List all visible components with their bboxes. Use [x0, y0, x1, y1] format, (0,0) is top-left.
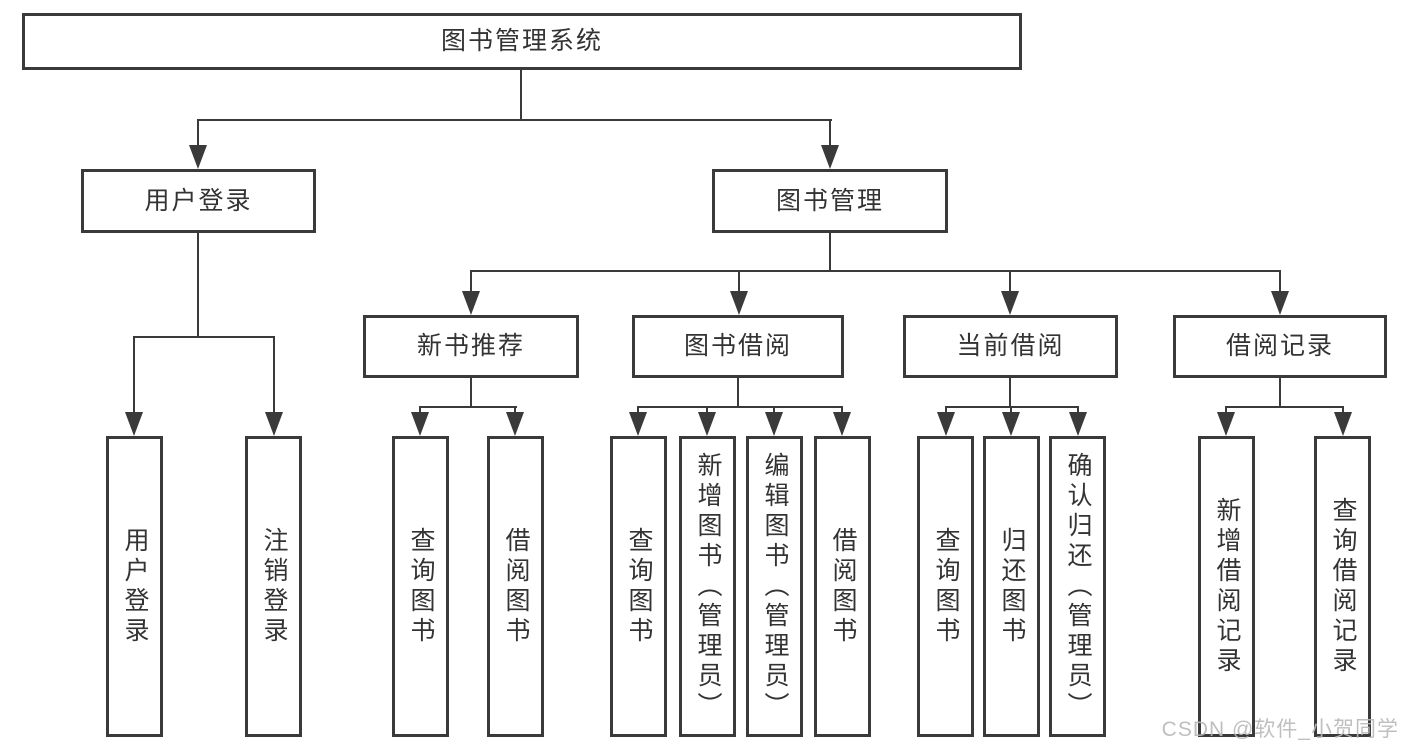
arrowhead-down-icon [1271, 291, 1289, 315]
csdn-watermark: CSDN @软件_小贺同学 [1161, 718, 1399, 741]
leaf-edit-books-admin-label: 编辑图书（管理员） [761, 451, 789, 722]
leaf-query-borrow-record: 查询借阅记录 [1314, 436, 1371, 737]
leaf-add-borrow-record-label: 新增借阅记录 [1213, 496, 1241, 677]
connector-line [637, 406, 639, 414]
arrowhead-down-icon [937, 412, 955, 436]
leaf-logout: 注销登录 [245, 436, 302, 737]
connector-line [829, 119, 831, 146]
arrowhead-down-icon [629, 412, 647, 436]
connector-line [945, 406, 1079, 408]
leaf-confirm-return-admin: 确认归还（管理员） [1049, 436, 1106, 737]
arrowhead-down-icon [765, 412, 783, 436]
node-root-label: 图书管理系统 [440, 27, 603, 55]
leaf-rec-borrow-books-label: 借阅图书 [502, 526, 530, 647]
node-current-borrow-label: 当前借阅 [956, 332, 1065, 360]
connector-line [706, 406, 708, 414]
connector-line [470, 378, 472, 408]
arrowhead-down-icon [821, 145, 839, 169]
connector-line [197, 119, 199, 146]
node-book-borrow-label: 图书借阅 [683, 332, 792, 360]
leaf-rec-borrow-books: 借阅图书 [487, 436, 544, 737]
connector-line [520, 68, 522, 120]
node-book-mgmt-label: 图书管理 [775, 186, 884, 215]
connector-line [1010, 406, 1012, 414]
connector-line [273, 336, 275, 414]
arrowhead-down-icon [730, 291, 748, 315]
leaf-logout-label: 注销登录 [260, 526, 288, 647]
arrowhead-down-icon [1334, 412, 1352, 436]
node-borrow-records: 借阅记录 [1173, 315, 1387, 378]
leaf-borrow-query-books: 查询图书 [610, 436, 667, 737]
node-user-login-label: 用户登录 [144, 186, 253, 215]
leaf-add-books-admin-label: 新增图书（管理员） [694, 451, 722, 722]
node-book-borrow: 图书借阅 [632, 315, 844, 378]
leaf-confirm-return-admin-label: 确认归还（管理员） [1064, 451, 1092, 722]
connector-line [1225, 406, 1227, 414]
connector-line [133, 336, 135, 414]
leaf-user-login-label: 用户登录 [121, 526, 149, 647]
connector-line [133, 336, 275, 338]
connector-line [197, 233, 199, 337]
connector-line [1009, 378, 1011, 408]
arrowhead-down-icon [698, 412, 716, 436]
node-user-login: 用户登录 [81, 169, 316, 233]
connector-line [1342, 406, 1344, 414]
connector-line [1279, 270, 1281, 293]
connector-line [829, 233, 831, 272]
node-borrow-records-label: 借阅记录 [1225, 332, 1334, 360]
connector-line [470, 270, 1281, 272]
node-current-borrow: 当前借阅 [903, 315, 1118, 378]
connector-line [945, 406, 947, 414]
connector-line [419, 406, 517, 408]
arrowhead-down-icon [1069, 412, 1087, 436]
leaf-return-books: 归还图书 [983, 436, 1040, 737]
leaf-borrow-query-books-label: 查询图书 [625, 526, 653, 647]
leaf-rec-query-books: 查询图书 [392, 436, 449, 737]
connector-line [1225, 406, 1344, 408]
connector-line [738, 270, 740, 293]
connector-line [1009, 270, 1011, 293]
arrowhead-down-icon [506, 412, 524, 436]
connector-line [737, 378, 739, 408]
leaf-add-books-admin: 新增图书（管理员） [679, 436, 736, 737]
connector-line [514, 406, 516, 414]
leaf-current-query-books-label: 查询图书 [932, 526, 960, 647]
arrowhead-down-icon [189, 145, 207, 169]
arrowhead-down-icon [462, 291, 480, 315]
connector-line [470, 270, 472, 293]
arrowhead-down-icon [265, 412, 283, 436]
arrowhead-down-icon [833, 412, 851, 436]
leaf-user-login: 用户登录 [106, 436, 163, 737]
leaf-add-borrow-record: 新增借阅记录 [1198, 436, 1255, 737]
connector-line [1279, 378, 1281, 408]
connector-line [773, 406, 775, 414]
leaf-rec-query-books-label: 查询图书 [407, 526, 435, 647]
leaf-borrow-books: 借阅图书 [814, 436, 871, 737]
leaf-return-books-label: 归还图书 [998, 526, 1026, 647]
connector-line [637, 406, 843, 408]
leaf-current-query-books: 查询图书 [917, 436, 974, 737]
connector-line [1077, 406, 1079, 414]
leaf-query-borrow-record-label: 查询借阅记录 [1329, 496, 1357, 677]
arrowhead-down-icon [1002, 412, 1020, 436]
node-book-mgmt: 图书管理 [712, 169, 948, 233]
arrowhead-down-icon [1217, 412, 1235, 436]
leaf-edit-books-admin: 编辑图书（管理员） [746, 436, 803, 737]
leaf-borrow-books-label: 借阅图书 [829, 526, 857, 647]
connector-line [197, 119, 832, 121]
node-new-book-rec: 新书推荐 [363, 315, 579, 378]
arrowhead-down-icon [125, 412, 143, 436]
arrowhead-down-icon [1001, 291, 1019, 315]
node-root: 图书管理系统 [22, 13, 1022, 70]
connector-line [419, 406, 421, 414]
connector-line [841, 406, 843, 414]
arrowhead-down-icon [411, 412, 429, 436]
node-new-book-rec-label: 新书推荐 [416, 332, 525, 360]
